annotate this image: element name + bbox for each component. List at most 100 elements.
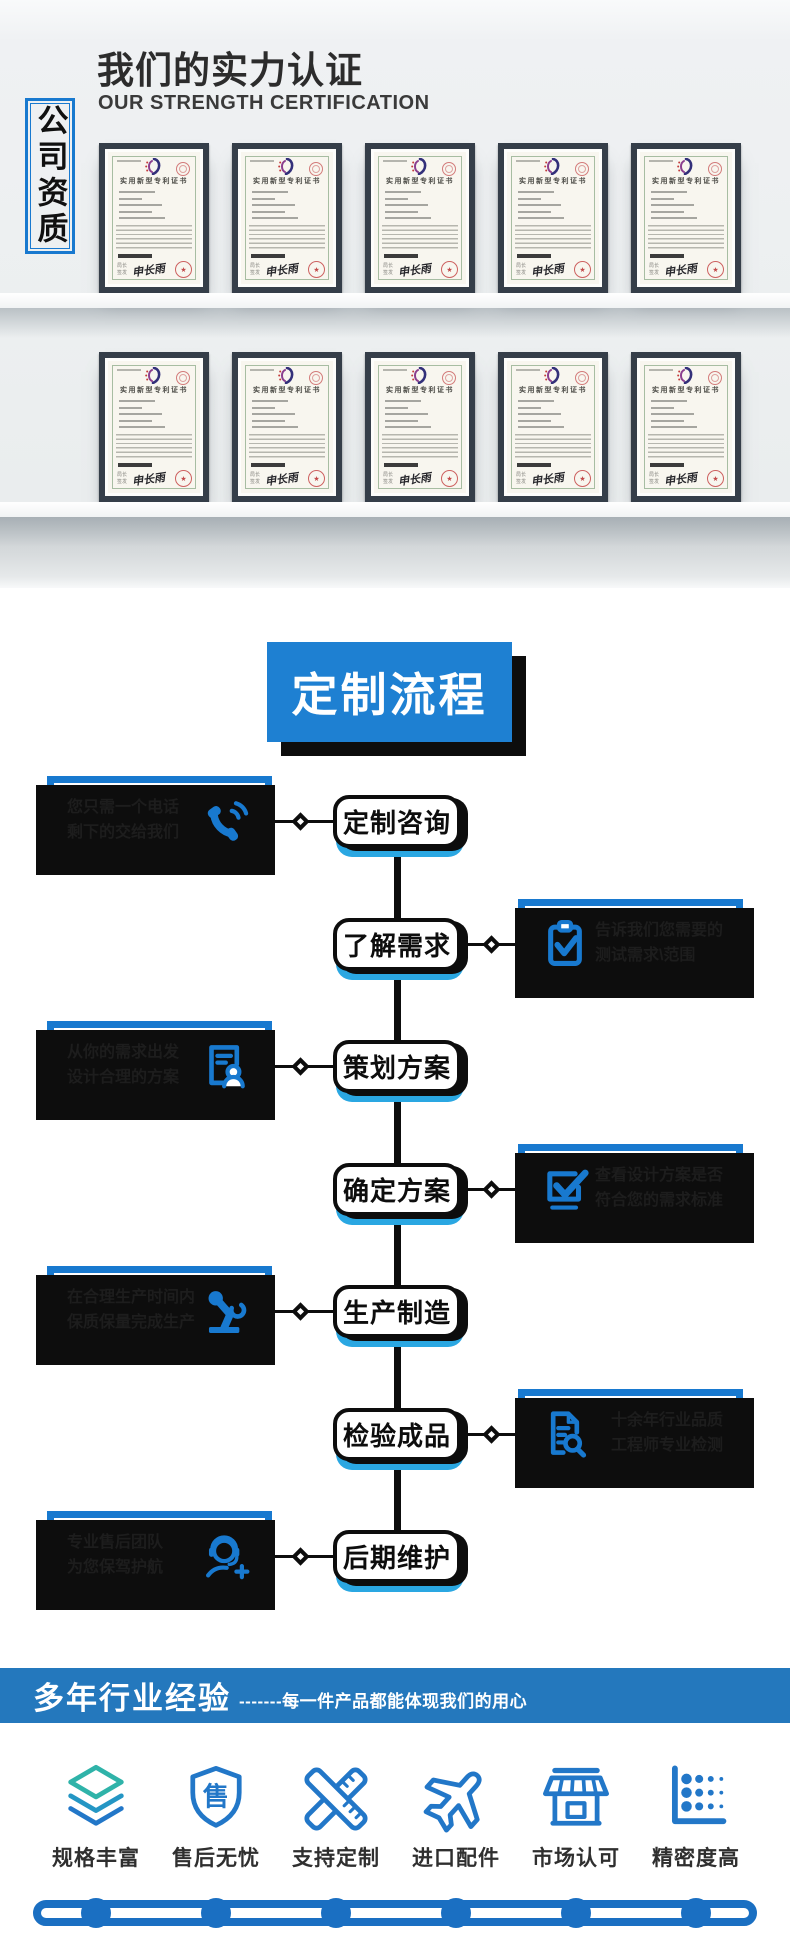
timeline-dot [561,1898,591,1928]
signature-label: 局长 签发 [383,263,394,276]
signature-row: 局长 签发 申长雨 ★ [250,261,325,279]
certificate-fields [515,191,591,219]
step-icon-slot [198,1284,252,1338]
feature-item: 精密度高 [636,1761,756,1872]
process-flowchart: 您只需一个电话 剩下的交给我们 定制咨询 告诉我们您需要的 测试需求\范围 [0,760,790,1618]
step-detail-card: 专业售后团队 为您保驾护航 [36,1511,275,1610]
feature-icon-slot [58,1761,134,1837]
timeline-dot-cell [276,1898,396,1928]
connector-diamond-icon [291,1057,310,1076]
step-icon-slot [198,1039,252,1093]
signature-row: 局长 签发 申长雨 ★ [383,261,458,279]
feature-item: 支持定制 [276,1761,396,1872]
certificate-mat: 实用新型专利证书 局长 签发 申长雨 ★ [371,358,469,496]
certificate-paragraph [249,225,325,250]
connector-diamond-icon [291,1547,310,1566]
certificate-paragraph [648,434,724,459]
feature-label: 规格丰富 [52,1847,140,1870]
flow-step-node: 生产制造 [333,1285,461,1338]
certificate-fields [249,191,325,219]
flow-step-label: 后期维护 [342,1543,451,1573]
signature-label: 局长 签发 [516,263,527,276]
experience-banner: 多年行业经验 -------每一件产品都能体现我们的用心 [0,1668,790,1723]
certificate-number-line [383,369,407,371]
patent-logo-icon [278,367,294,384]
certificate-paper: 实用新型专利证书 局长 签发 申长雨 ★ [241,152,333,284]
process-step-row: 查看设计方案是否 符合您的需求标准 确定方案 [0,1128,790,1250]
certificate-frame: 实用新型专利证书 局长 签发 申长雨 ★ [631,143,741,293]
signature-label: 局长 签发 [516,472,527,485]
step-detail-card: 十余年行业品质 工程师专业检测 [515,1388,754,1488]
certificate-frame: 实用新型专利证书 局长 签发 申长雨 ★ [498,143,608,293]
certificate-title: 实用新型专利证书 [386,387,454,394]
connector-diamond-icon [291,812,310,831]
red-seal-icon: ★ [441,261,458,278]
connector-diamond-icon [291,1302,310,1321]
certificate-paragraph [382,225,458,250]
feature-item: 进口配件 [396,1761,516,1872]
signature-row: 局长 签发 申长雨 ★ [117,261,192,279]
red-seal-icon: ★ [441,470,458,487]
flow-step-node: 后期维护 [333,1530,461,1583]
certificate-paper: 实用新型专利证书 局长 签发 申长雨 ★ [108,361,200,493]
certificate-frame: 实用新型专利证书 局长 签发 申长雨 ★ [232,352,342,502]
certificate-fields [382,400,458,428]
barcode [118,463,152,467]
red-seal-icon: ★ [574,470,591,487]
red-stamp-icon [708,162,722,176]
flow-step-node: 策划方案 [333,1040,461,1093]
step-icon-slot [538,1407,592,1461]
certificate-fields [515,400,591,428]
step-description: 从你的需求出发 设计合理的方案 [67,1044,180,1086]
section-subtitle: OUR STRENGTH CERTIFICATION [98,92,430,114]
feature-icon-slot [298,1761,374,1837]
signature-name: 申长雨 [264,262,299,279]
timeline-dot [681,1898,711,1928]
barcode [251,463,285,467]
red-seal-icon: ★ [308,470,325,487]
flow-step-label: 策划方案 [342,1053,451,1083]
certificate-mat: 实用新型专利证书 局长 签发 申长雨 ★ [504,149,602,287]
timeline-dot-cell [636,1898,756,1928]
certificate-fields [116,191,192,219]
certificate-frame: 实用新型专利证书 局长 签发 申长雨 ★ [232,143,342,293]
process-step-row: 专业售后团队 为您保驾护航 后期维护 [0,1495,790,1617]
process-step-row: 您只需一个电话 剩下的交给我们 定制咨询 [0,760,790,882]
step-icon-slot [538,1162,592,1216]
feature-item: 规格丰富 [36,1761,156,1872]
certificate-paper: 实用新型专利证书 局长 签发 申长雨 ★ [374,152,466,284]
feature-list: 规格丰富 售 售后无忧 支持定制 进口配件 市场认可 [36,1761,756,1872]
barcode [517,254,551,258]
certificate-paragraph [515,225,591,250]
flow-step-label: 确定方案 [342,1175,451,1206]
certificate-title: 实用新型专利证书 [120,178,188,185]
signature-row: 局长 签发 申长雨 ★ [649,261,724,279]
step-description: 专业售后团队 为您保驾护航 [67,1534,164,1576]
certificate-frame: 实用新型专利证书 局长 签发 申长雨 ★ [99,352,209,502]
phone-icon [207,801,249,841]
dot-chart-icon [671,1765,727,1825]
flow-step-label: 定制咨询 [342,808,451,838]
feature-icon-slot [658,1761,734,1837]
certificate-paper: 实用新型专利证书 局长 签发 申长雨 ★ [640,361,732,493]
red-stamp-icon [309,371,323,385]
patent-logo-icon [677,158,693,175]
feature-label: 支持定制 [292,1847,380,1870]
certificate-fields [382,191,458,219]
certificate-number-line [649,160,673,162]
certificate-mat: 实用新型专利证书 局长 签发 申长雨 ★ [105,358,203,496]
certificate-number-line [383,160,407,162]
signature-row: 局长 签发 申长雨 ★ [383,470,458,488]
certificate-title: 实用新型专利证书 [519,387,587,394]
certificate-number-line [117,160,141,162]
signature-label: 局长 签发 [649,472,660,485]
certificate-title: 实用新型专利证书 [652,178,720,185]
signature-name: 申长雨 [397,262,432,279]
connector-diamond-icon [482,1179,501,1199]
barcode [650,463,684,467]
certificate-number-line [649,369,673,371]
certificate-fields [648,400,724,428]
certificate-frame: 实用新型专利证书 局长 签发 申长雨 ★ [498,352,608,502]
certificate-fields [648,191,724,219]
patent-logo-icon [411,367,427,384]
